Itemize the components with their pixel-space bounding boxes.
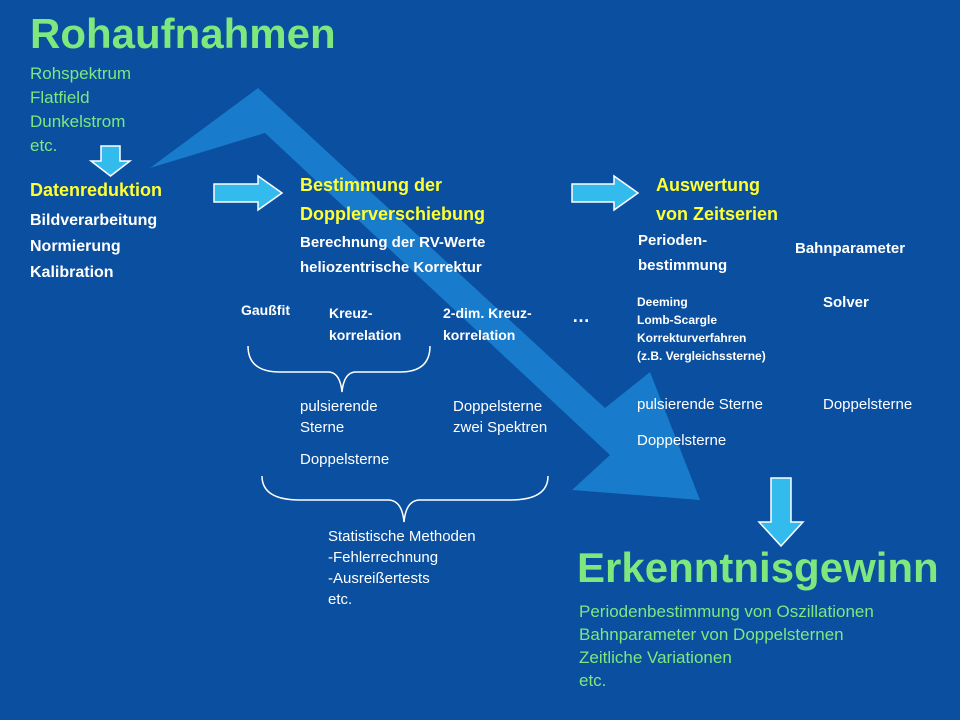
app-pulsierende-sterne: pulsierende Sterne [300, 396, 378, 438]
arrow-right-series [571, 174, 640, 212]
raw-item: Dunkelstrom [30, 112, 126, 131]
result-item: Periodenbestimmung von Oszillationen [579, 602, 874, 621]
series-method: (z.B. Vergleichssterne) [637, 349, 766, 363]
heading-doppler-line: Bestimmung der [300, 175, 443, 195]
method-ellipsis: … [572, 306, 590, 326]
method-2d-kreuzkorrelation: 2-dim. Kreuz- korrelation [443, 302, 532, 346]
stat-methods-list: Statistische Methoden -Fehlerrechnung -A… [328, 526, 476, 610]
method-kreuzkorrelation: Kreuz- korrelation [329, 302, 401, 346]
method-gaussfit: Gaußfit [241, 302, 290, 318]
reduction-item: Bildverarbeitung [30, 212, 158, 229]
heading-auswertung: Auswertung von Zeitserien [656, 171, 778, 229]
heading-doppler-line: Dopplerverschiebung [300, 204, 486, 224]
heading-auswertung-line: Auswertung [656, 175, 761, 195]
app-line: Sterne [300, 419, 345, 436]
reduction-item: Normierung [30, 238, 121, 255]
series-app-doppelsterne: Doppelsterne [637, 432, 727, 449]
app-line: Doppelsterne [453, 398, 543, 415]
arrow-down-reduction [88, 145, 133, 177]
stat-item: etc. [328, 591, 353, 608]
heading-auswertung-line: von Zeitserien [656, 204, 779, 224]
arrow-down-result [757, 477, 805, 548]
series-method: Korrekturverfahren [637, 331, 747, 345]
app-doppelsterne: Doppelsterne [300, 451, 390, 468]
series-method: Lomb-Scargle [637, 313, 718, 327]
series-app-pulsierende: pulsierende Sterne [637, 396, 763, 413]
title-rohaufnahmen: Rohaufnahmen [30, 10, 336, 57]
app-line: pulsierende [300, 398, 378, 415]
title-erkenntnisgewinn: Erkenntnisgewinn [577, 544, 939, 591]
raw-item: Rohspektrum [30, 64, 132, 83]
series-methods-list: Deeming Lomb-Scargle Korrekturverfahren … [637, 293, 766, 365]
result-items-list: Periodenbestimmung von Oszillationen Bah… [579, 600, 874, 692]
stat-item: Statistische Methoden [328, 528, 476, 545]
result-item: etc. [579, 671, 607, 690]
bahnparameter: Bahnparameter [795, 240, 906, 257]
app-doppelsterne-zwei-spektren: Doppelsterne zwei Spektren [453, 396, 547, 438]
reduction-items-list: Bildverarbeitung Normierung Kalibration [30, 208, 157, 286]
solver: Solver [823, 294, 869, 311]
result-item: Bahnparameter von Doppelsternen [579, 625, 844, 644]
brace-small [247, 345, 431, 393]
method-line: korrelation [329, 327, 402, 343]
app-line: zwei Spektren [453, 419, 548, 436]
result-item: Zeitliche Variationen [579, 648, 732, 667]
stat-item: -Ausreißertests [328, 570, 430, 587]
perioden-bestimmung: Perioden- bestimmung [638, 228, 727, 278]
heading-datenreduktion: Datenreduktion [30, 180, 163, 200]
doppler-item: heliozentrische Korrektur [300, 259, 482, 276]
brace-large [261, 475, 549, 523]
doppler-item: Berechnung der RV-Werte [300, 234, 486, 251]
heading-doppler: Bestimmung der Dopplerverschiebung [300, 171, 485, 229]
reduction-item: Kalibration [30, 264, 114, 281]
method-line: 2-dim. Kreuz- [443, 305, 532, 321]
method-line: korrelation [443, 327, 516, 343]
arrow-right-doppler [213, 174, 284, 212]
raw-item: Flatfield [30, 88, 90, 107]
raw-items-list: Rohspektrum Flatfield Dunkelstrom etc. [30, 62, 131, 158]
background-arrow [150, 88, 700, 500]
doppler-items-list: Berechnung der RV-Werte heliozentrische … [300, 230, 485, 280]
perioden-line: Perioden- [638, 232, 708, 249]
method-line: Kreuz- [329, 305, 373, 321]
perioden-line: bestimmung [638, 257, 728, 274]
series-app-doppelsterne-bahn: Doppelsterne [823, 396, 913, 413]
raw-item: etc. [30, 136, 58, 155]
series-method: Deeming [637, 295, 688, 309]
stat-item: -Fehlerrechnung [328, 549, 439, 566]
